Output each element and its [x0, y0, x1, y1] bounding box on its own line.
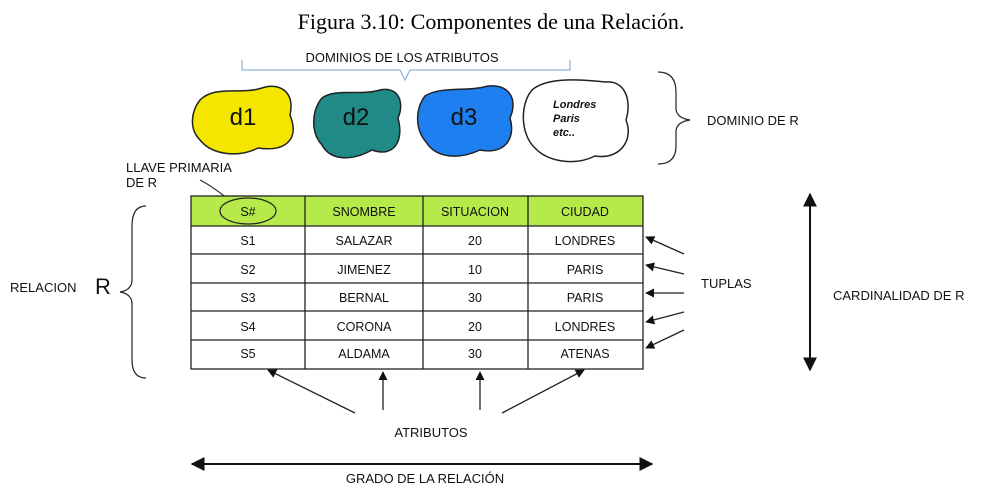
domain-value-etc: etc.. — [553, 127, 575, 139]
tuple-arrows — [645, 236, 685, 349]
attribute-domains-label: DOMINIOS DE LOS ATRIBUTOS — [305, 50, 498, 65]
domain-label-d2: d2 — [343, 104, 370, 131]
domain-label-d3: d3 — [451, 104, 478, 131]
table-cell: PARIS — [567, 263, 604, 277]
table-cell: ATENAS — [560, 347, 609, 361]
table-cell: S3 — [240, 291, 255, 305]
primary-key-label-line1: LLAVE PRIMARIA — [126, 160, 232, 175]
table-cell: 30 — [468, 347, 482, 361]
table-cell: BERNAL — [339, 291, 389, 305]
domain-value-paris: Paris — [553, 113, 580, 125]
table-cell: ALDAMA — [338, 347, 390, 361]
column-header-s: S# — [240, 205, 255, 219]
table-cell: 10 — [468, 263, 482, 277]
column-header-snombre: SNOMBRE — [332, 205, 395, 219]
relation-symbol: R — [95, 274, 111, 299]
domain-label-d1: d1 — [230, 104, 257, 131]
table-cell: LONDRES — [555, 234, 615, 248]
degree-label: GRADO DE LA RELACIÓN — [346, 471, 504, 486]
domain-of-r-label: DOMINIO DE R — [707, 113, 799, 128]
table-grid — [190, 195, 644, 370]
column-header-ciudad: CIUDAD — [561, 205, 609, 219]
table-cell: 30 — [468, 291, 482, 305]
table-cell: CORONA — [337, 320, 393, 334]
table-cell: SALAZAR — [336, 234, 393, 248]
domain-blob-d2 — [313, 88, 402, 159]
domain-value-londres: Londres — [553, 99, 596, 111]
domain-of-r-brace — [657, 71, 691, 165]
primary-key-label-line2: DE R — [126, 175, 157, 190]
tuples-label: TUPLAS — [701, 276, 752, 291]
cardinality-label: CARDINALIDAD DE R — [833, 288, 964, 303]
primary-key-circle — [219, 197, 277, 225]
column-header-situacion: SITUACION — [441, 205, 509, 219]
figure-caption: Figura 3.10: Componentes de una Relación… — [298, 9, 685, 34]
attributes-label: ATRIBUTOS — [394, 425, 468, 440]
table-cell: S4 — [240, 320, 255, 334]
domain-blob-d1 — [191, 85, 294, 155]
domain-blob-d3 — [416, 85, 514, 157]
table-cell: S5 — [240, 347, 255, 361]
table-cell: S2 — [240, 263, 255, 277]
relation-brace — [119, 205, 147, 379]
attribute-domains-brace — [241, 60, 571, 82]
domain-blob-ciudad — [522, 79, 629, 163]
table-cell: 20 — [468, 234, 482, 248]
table-cell: S1 — [240, 234, 255, 248]
table-cell: 20 — [468, 320, 482, 334]
table-cell: LONDRES — [555, 320, 615, 334]
table-cell: PARIS — [567, 291, 604, 305]
relation-label: RELACION — [10, 280, 76, 295]
table-cell: JIMENEZ — [337, 263, 391, 277]
relation-table: S# SNOMBRE SITUACION CIUDAD S1 SALAZAR 2… — [190, 195, 644, 370]
attribute-arrows — [267, 369, 585, 414]
